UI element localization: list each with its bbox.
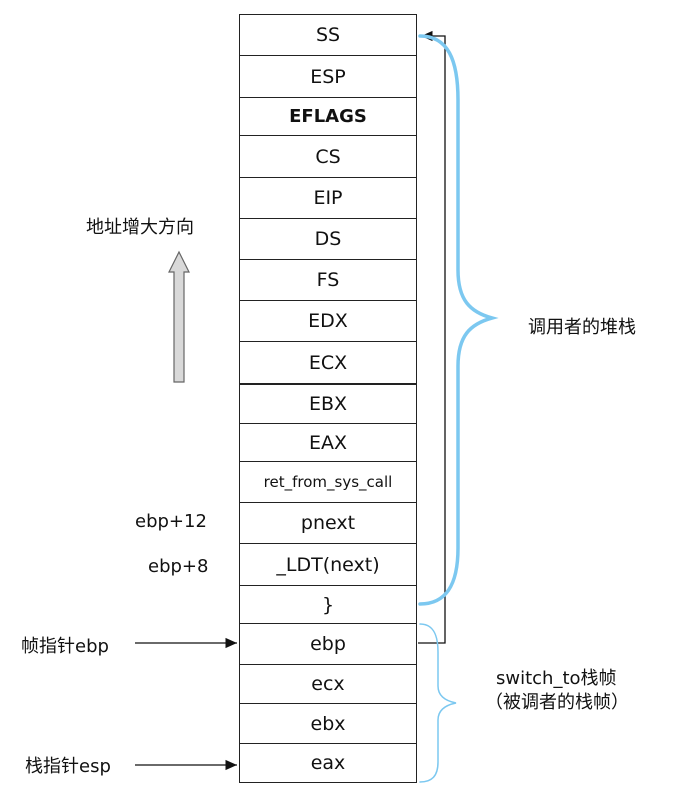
stack-cell-edx: EDX [239, 300, 417, 341]
switch-frame-brace [419, 623, 457, 783]
switch-frame-label-line1: switch_to栈帧 [496, 668, 617, 689]
stack-cell-eax: EAX [239, 423, 417, 461]
stack-cell-cs: CS [239, 135, 417, 177]
stack-cell-eax-saved: eax [239, 743, 417, 783]
stack-cell-ebx: EBX [239, 383, 417, 423]
ebp-plus-8-label: ebp+8 [148, 556, 209, 577]
ebp-plus-12-label: ebp+12 [135, 511, 207, 532]
stack-cell-fs: FS [239, 259, 417, 300]
stack-cell-brace-char: } [239, 585, 417, 623]
stack-cell-ebx-saved: ebx [239, 703, 417, 743]
stack-cell-pnext: pnext [239, 502, 417, 543]
stack-pointer-label: 栈指针esp [25, 756, 111, 777]
address-growth-label: 地址增大方向 [86, 217, 194, 238]
return-link-line [418, 30, 446, 644]
frame-pointer-label: 帧指针ebp [21, 636, 109, 657]
stack-cell-ecx: ECX [239, 341, 417, 383]
stack-cell-ds: DS [239, 218, 417, 259]
stack-cell-ldt-next: _LDT(next) [239, 543, 417, 585]
stack-cell-eip: EIP [239, 177, 417, 218]
stack-cell-ecx-saved: ecx [239, 664, 417, 703]
switch-frame-label-line2: （被调者的栈帧） [485, 692, 629, 713]
stack-cell-esp: ESP [239, 55, 417, 97]
stack-cell-ret-from-sys-call: ret_from_sys_call [239, 461, 417, 502]
address-growth-arrow [168, 250, 190, 383]
caller-stack-brace [418, 34, 499, 606]
caller-stack-label: 调用者的堆栈 [528, 317, 636, 338]
stack-cell-ebp: ebp [239, 623, 417, 664]
stack-cell-ss: SS [239, 14, 417, 55]
stack-cell-eflags: EFLAGS [239, 97, 417, 135]
